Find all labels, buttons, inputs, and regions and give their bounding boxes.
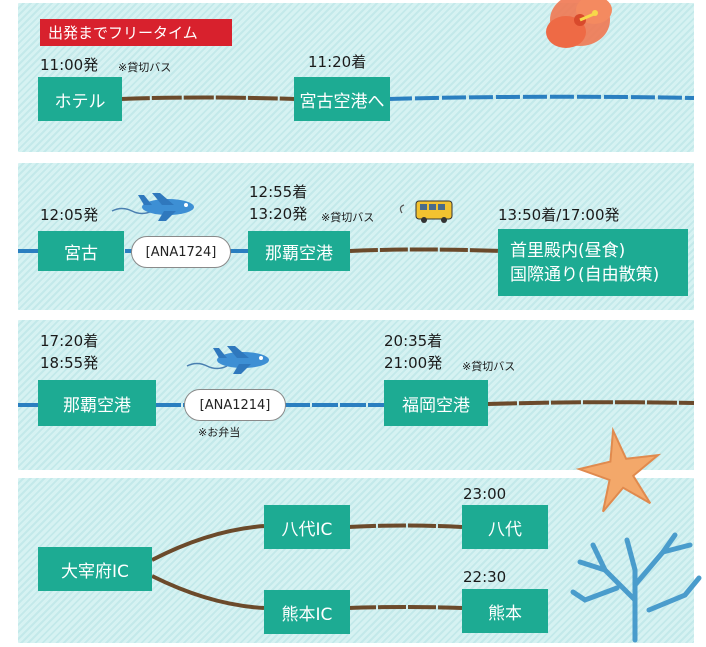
flight-number-badge: [ANA1214] [184, 389, 286, 421]
node-miyako-airport: 宮古空港へ [294, 77, 390, 121]
fukuoka-arrive-time: 20:35着 [384, 332, 443, 350]
road-line [486, 400, 695, 406]
charter-bus-note: ※貸切バス [462, 360, 516, 373]
arrive-time: 11:20着 [308, 53, 367, 71]
road-line [151, 524, 265, 562]
road-line [151, 574, 265, 610]
node-hotel: ホテル [38, 77, 122, 121]
starfish-icon [575, 426, 662, 513]
flight-path-line [387, 94, 695, 101]
node-dazaifu-ic: 大宰府IC [38, 547, 152, 591]
charter-bus-note: ※貸切バス [118, 61, 172, 74]
fukuoka-depart-time: 21:00発 [384, 354, 443, 372]
node-naha-airport: 那覇空港 [248, 231, 350, 271]
road-line [119, 95, 297, 101]
shuri-time: 13:50着/17:00発 [498, 206, 620, 224]
road-line [347, 605, 463, 610]
airplane-icon [111, 193, 194, 221]
depart-time: 18:55発 [40, 354, 99, 372]
depart-time: 11:00発 [40, 56, 99, 74]
coral-icon [570, 532, 702, 643]
node-fukuoka-airport: 福岡空港 [384, 380, 488, 426]
arrive-time: 17:20着 [40, 332, 99, 350]
shuri-line: 首里殿内(昼食) [510, 240, 626, 261]
charter-bus-note: ※貸切バス [321, 211, 375, 224]
node-kumamoto: 熊本 [462, 589, 548, 633]
naha-depart-time: 13:20発 [249, 205, 308, 223]
road-line [349, 247, 501, 253]
road-line [347, 523, 463, 529]
node-yatsushiro: 八代 [462, 505, 548, 549]
yatsushiro-time: 23:00 [463, 485, 507, 503]
flight-number-badge: [ANA1724] [131, 236, 231, 268]
node-miyako: 宮古 [38, 231, 124, 271]
bento-note: ※お弁当 [198, 426, 241, 439]
free-time-banner: 出発までフリータイム [40, 19, 232, 46]
bus-icon [399, 200, 453, 223]
kokusai-line: 国際通り(自由散策) [510, 264, 660, 285]
depart-time: 12:05発 [40, 206, 99, 224]
node-yatsushiro-ic: 八代IC [264, 505, 350, 549]
hibiscus-icon [546, 0, 612, 48]
naha-arrive-time: 12:55着 [249, 183, 308, 201]
node-kumamoto-ic: 熊本IC [264, 590, 350, 634]
kumamoto-time: 22:30 [463, 568, 507, 586]
node-naha-airport: 那覇空港 [38, 380, 156, 426]
airplane-icon [186, 346, 269, 374]
node-shuri-kokusai: 首里殿内(昼食) 国際通り(自由散策) [498, 229, 688, 296]
